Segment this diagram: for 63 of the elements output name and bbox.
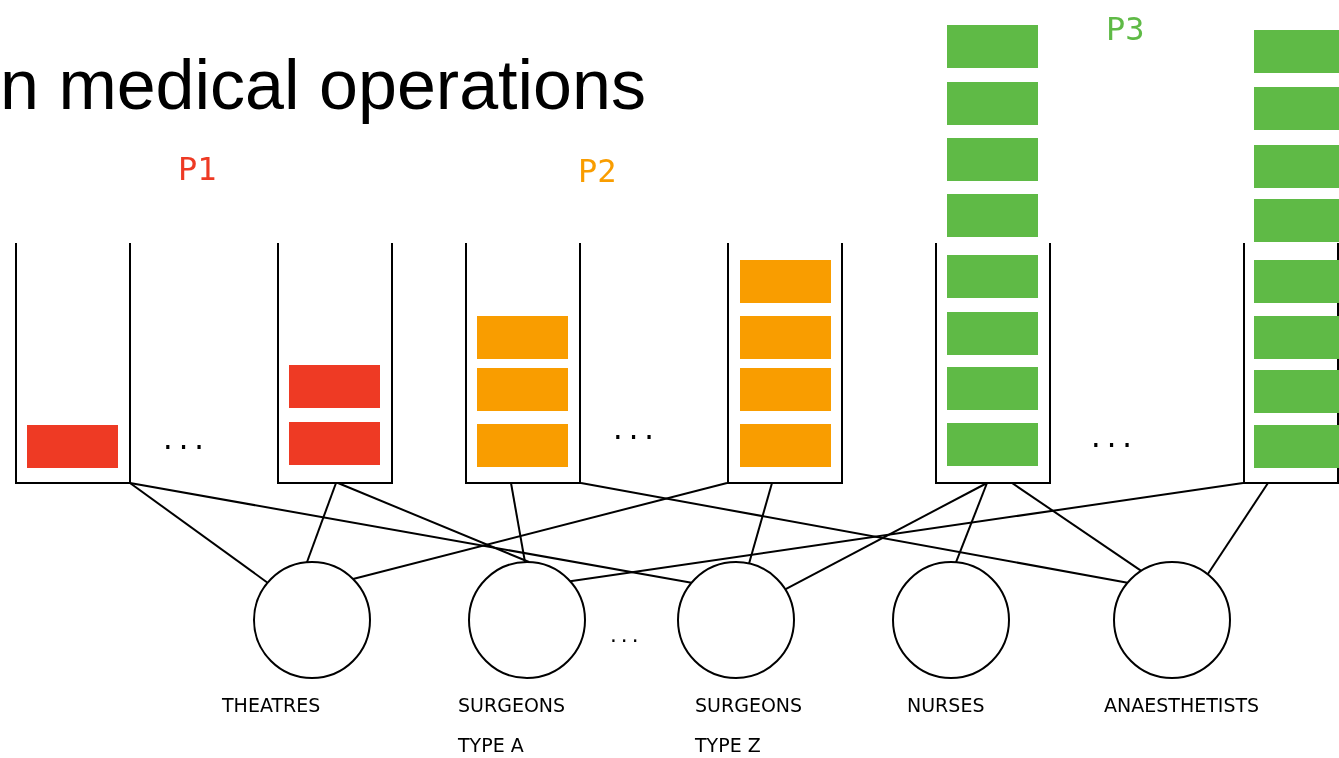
queue-item-bar xyxy=(1254,199,1339,242)
connector-line xyxy=(129,482,269,584)
connector-line xyxy=(580,482,1129,584)
queue-item-bar xyxy=(740,368,831,411)
resource-circle xyxy=(253,561,371,679)
queue-container xyxy=(465,243,581,484)
queue-item-bar xyxy=(1254,425,1339,468)
queue-item-bar xyxy=(1254,316,1339,359)
priority-label: P3 xyxy=(1106,10,1145,48)
ellipsis: ... xyxy=(608,625,641,646)
priority-label: P2 xyxy=(578,152,617,190)
connector-line xyxy=(1206,482,1269,576)
queue-item-bar xyxy=(947,138,1038,181)
connector-line xyxy=(337,482,530,564)
ellipsis: ... xyxy=(610,415,657,445)
connector-line xyxy=(784,482,988,591)
resource-label: THEATRES xyxy=(222,693,322,718)
priority-label: P1 xyxy=(178,150,217,188)
resource-circle xyxy=(892,561,1010,679)
queue-item-bar xyxy=(947,82,1038,125)
queue-item-bar xyxy=(740,260,831,303)
resource-label: NURSES xyxy=(907,693,986,718)
resource-label: SURGEONS TYPE A xyxy=(458,693,567,758)
resource-circle xyxy=(677,561,795,679)
queue-container xyxy=(15,243,131,484)
queue-item-bar xyxy=(947,25,1038,68)
connector-line xyxy=(352,482,728,580)
connector-line xyxy=(129,482,693,584)
resource-circle xyxy=(1113,561,1231,679)
ellipsis: ... xyxy=(160,425,207,455)
connector-line xyxy=(748,482,773,565)
queue-container xyxy=(935,243,1051,484)
queue-item-bar xyxy=(477,368,568,411)
connector-line xyxy=(510,482,526,564)
queue-item-bar xyxy=(947,194,1038,237)
queue-item-bar xyxy=(947,312,1038,355)
queue-item-bar xyxy=(1254,145,1339,188)
queue-item-bar xyxy=(1254,87,1339,130)
ellipsis: ... xyxy=(1088,423,1135,453)
queue-item-bar xyxy=(477,316,568,359)
queue-item-bar xyxy=(1254,370,1339,413)
queue-item-bar xyxy=(477,424,568,467)
queue-item-bar xyxy=(947,255,1038,298)
queue-item-bar xyxy=(740,316,831,359)
queue-item-bar xyxy=(27,425,118,468)
queue-item-bar xyxy=(289,422,380,465)
connector-line xyxy=(569,482,1244,583)
queue-item-bar xyxy=(740,424,831,467)
queue-item-bar xyxy=(1254,260,1339,303)
resource-circle xyxy=(468,561,586,679)
queue-container xyxy=(1243,243,1339,484)
resource-label: ANAESTHETISTS xyxy=(1104,693,1261,718)
title: n medical operations xyxy=(0,45,646,126)
queue-item-bar xyxy=(1254,30,1339,73)
queue-container xyxy=(277,243,393,484)
queue-item-bar xyxy=(289,365,380,408)
queue-item-bar xyxy=(947,367,1038,410)
connector-line xyxy=(305,482,337,564)
queue-container xyxy=(727,243,843,484)
connector-line xyxy=(1011,482,1143,572)
connector-line xyxy=(955,482,988,564)
resource-label: SURGEONS TYPE Z xyxy=(695,693,804,758)
queue-item-bar xyxy=(947,423,1038,466)
